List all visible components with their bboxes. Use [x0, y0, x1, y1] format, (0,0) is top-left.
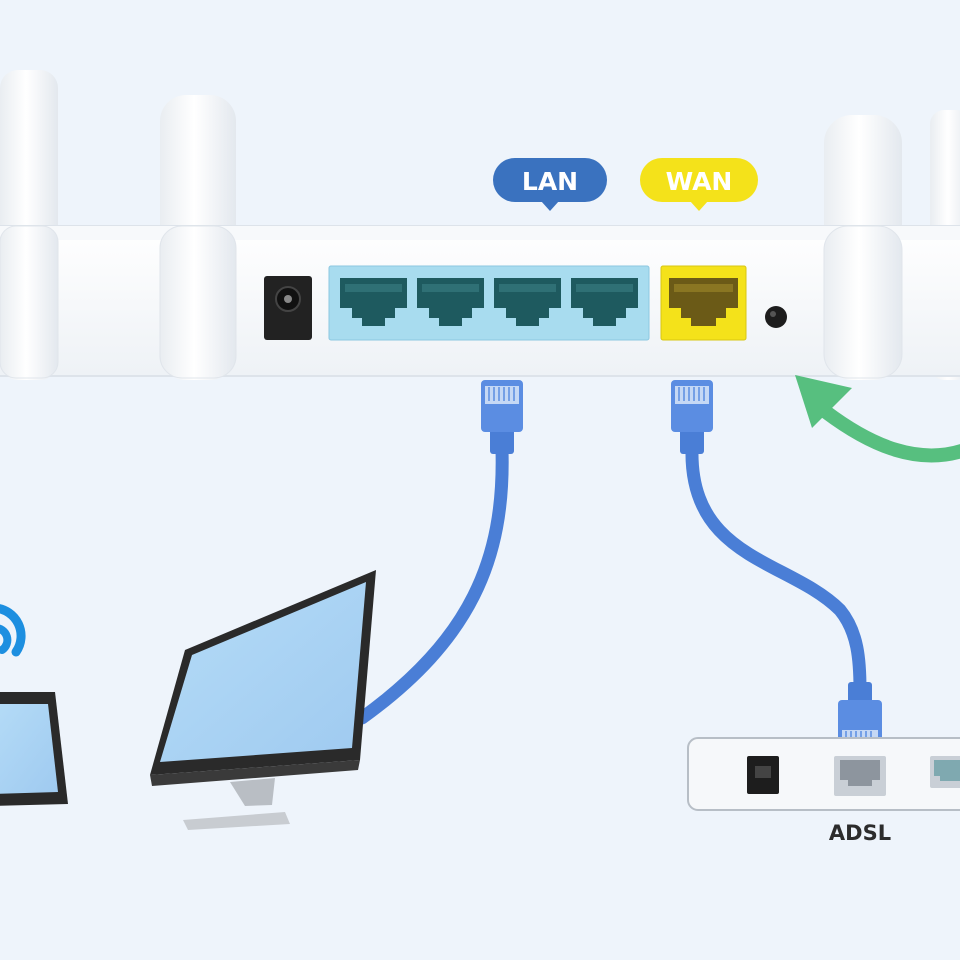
lan-cable — [355, 380, 523, 725]
wan-badge: WAN — [640, 158, 758, 211]
monitor-screen — [160, 582, 366, 762]
ethernet-port-icon — [669, 278, 738, 326]
monitor-base — [183, 812, 290, 830]
power-jack-icon — [747, 756, 779, 794]
ethernet-port-icon — [417, 278, 484, 326]
modem-body — [687, 737, 960, 811]
wan-label: WAN — [666, 167, 733, 196]
ethernet-port-icon — [494, 278, 561, 326]
antenna-2-base — [159, 225, 237, 379]
antenna-3-base — [823, 225, 903, 379]
lan-port-panel — [328, 265, 650, 341]
router-top-edge — [0, 226, 960, 240]
lan-badge: LAN — [493, 158, 607, 211]
antenna-1-base — [0, 225, 59, 379]
reset-button-icon — [765, 306, 787, 328]
wifi-signal-icon — [0, 604, 26, 657]
monitor-stand — [230, 778, 275, 806]
laptop-screen — [0, 704, 58, 794]
laptop — [0, 692, 68, 806]
desktop-monitor — [150, 570, 376, 830]
ethernet-plug-icon — [671, 380, 713, 454]
adsl-label: ADSL — [829, 821, 891, 845]
adsl-modem: ADSL — [687, 737, 960, 845]
ethernet-port-icon — [930, 756, 960, 788]
ethernet-port-icon — [571, 278, 638, 326]
power-jack-icon — [264, 276, 312, 340]
ethernet-port-icon — [340, 278, 407, 326]
router — [0, 70, 960, 380]
ethernet-plug-icon — [481, 380, 523, 454]
ethernet-port-icon — [834, 756, 886, 796]
arrow-icon — [795, 375, 960, 463]
lan-label: LAN — [522, 167, 578, 196]
